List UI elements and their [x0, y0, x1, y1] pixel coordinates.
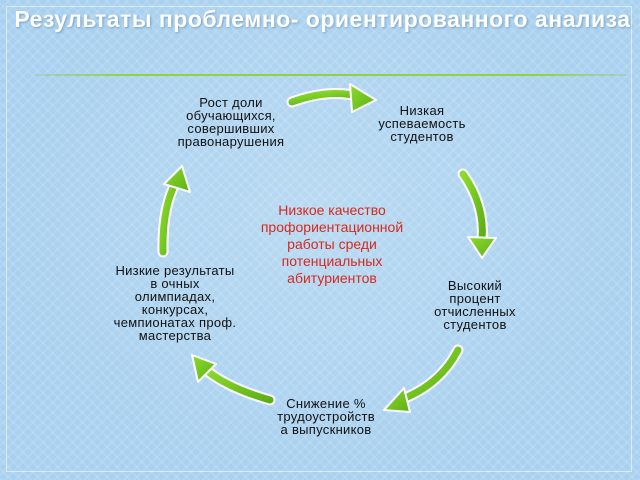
central-problem-text: Низкое качество профориентационной работ…: [260, 202, 404, 286]
node-employment-decline: Снижение % трудоустройств а выпускников: [277, 396, 375, 437]
arrow-1-to-2: [286, 83, 377, 113]
node-low-performance: Низкая успеваемость студентов: [378, 103, 466, 144]
arrow-3-to-4: [383, 344, 464, 413]
node-high-dropout: Высокий процент отчисленных студентов: [434, 278, 516, 332]
node-offenses-growth: Рост доли обучающихся, совершивших право…: [177, 95, 285, 149]
node-low-olympiad-results: Низкие результаты в очных олимпиадах, ко…: [113, 263, 237, 343]
arrow-2-to-3: [457, 168, 497, 259]
slide-frame: [6, 6, 632, 472]
title-underline: [35, 74, 627, 76]
arrow-5-to-1: [157, 165, 191, 258]
slide-title: Результаты проблемно- ориентированного а…: [14, 6, 640, 32]
arrow-4-to-5: [191, 354, 276, 406]
